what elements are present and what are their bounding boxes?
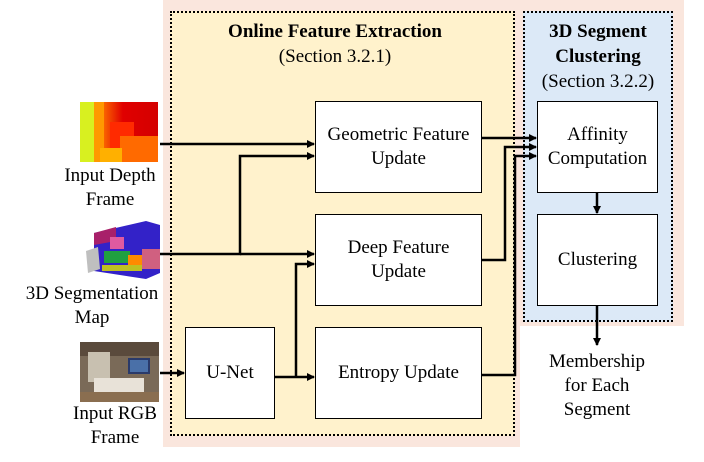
deep-line1: Deep Feature — [347, 237, 450, 258]
rgb-label-line2: Frame — [90, 427, 140, 448]
arrow-unet-to-deep — [294, 260, 315, 377]
segmentation-map-image — [76, 221, 160, 281]
deep-feature-update-box: Deep Feature Update — [315, 214, 482, 306]
online-panel-title: Online Feature Extraction — [228, 21, 442, 42]
online-panel-subtitle: (Section 3.2.1) — [278, 46, 392, 67]
geometric-feature-update-box: Geometric Feature Update — [315, 101, 482, 193]
output-label-line3: Segment — [563, 399, 631, 420]
output-label-line2: for Each — [564, 375, 630, 396]
arrow-deep-to-affinity — [482, 143, 537, 262]
affinity-line1: Affinity — [567, 124, 628, 145]
clustering-panel-title-line2: Clustering — [555, 46, 641, 67]
rgb-frame-image — [80, 342, 159, 402]
unet-box: U-Net — [185, 327, 275, 419]
clustering-box: Clustering — [537, 214, 658, 306]
affinity-line2: Computation — [547, 148, 648, 169]
clustering-panel-subtitle: (Section 3.2.2) — [541, 71, 655, 92]
depth-frame-image — [80, 102, 158, 162]
geometric-line2: Update — [371, 148, 426, 169]
rgb-label-line1: Input RGB — [73, 403, 157, 424]
arrow-segmap-to-geometric — [160, 152, 315, 256]
depth-label-line1: Input Depth — [64, 165, 156, 186]
output-label-line1: Membership — [548, 351, 646, 372]
entropy-update-box: Entropy Update — [315, 327, 482, 419]
deep-line2: Update — [371, 261, 426, 282]
affinity-computation-box: Affinity Computation — [537, 101, 658, 193]
clustering-panel-title-line1: 3D Segment — [549, 21, 647, 42]
depth-label-line2: Frame — [85, 189, 135, 210]
geometric-line1: Geometric Feature — [327, 124, 470, 145]
segmap-label-line2: Map — [74, 307, 110, 328]
arrow-entropy-to-affinity — [482, 152, 537, 377]
segmap-label-line1: 3D Segmentation — [25, 283, 159, 304]
